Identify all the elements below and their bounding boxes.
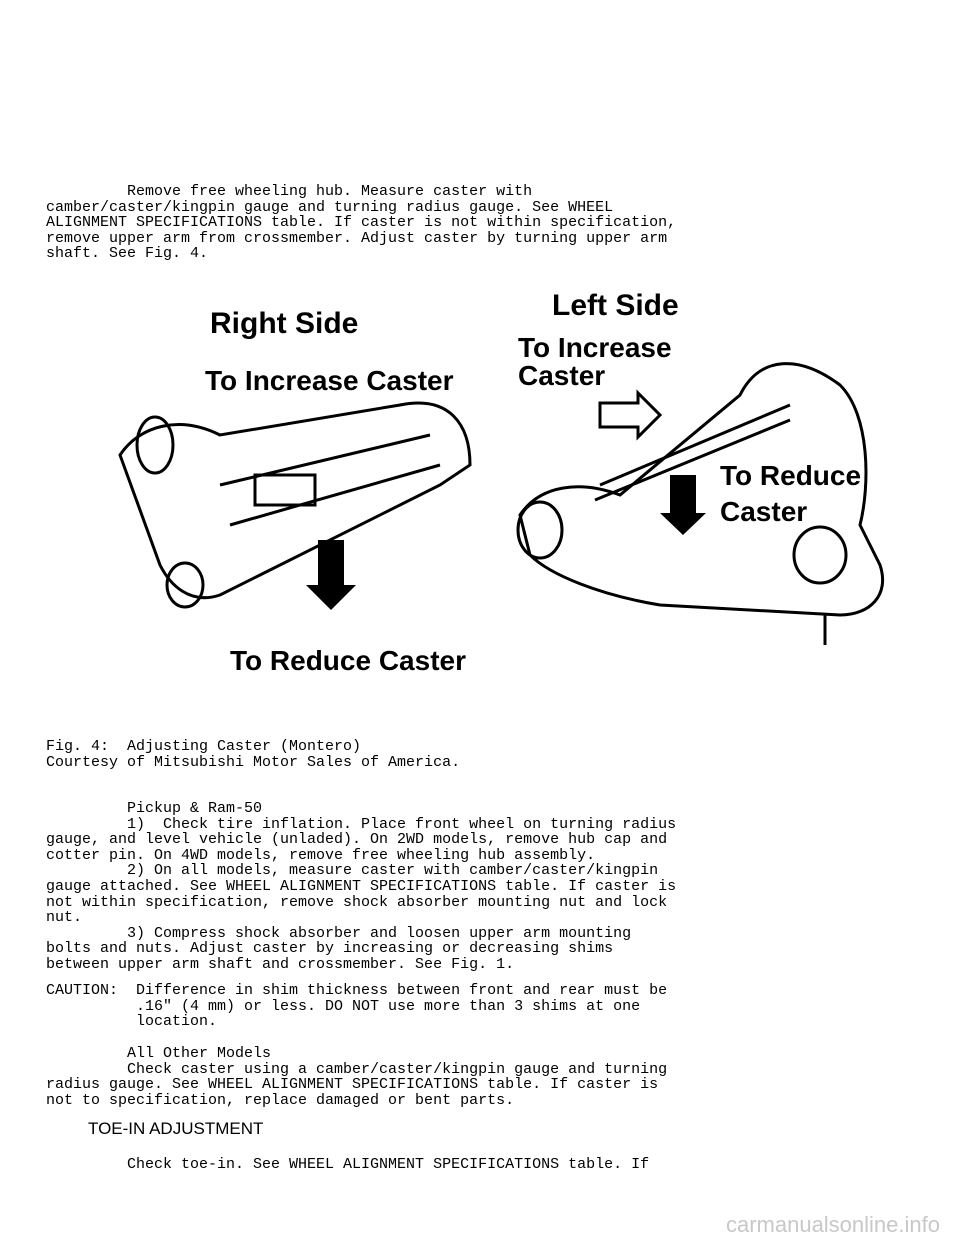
left-increase-label-line1: To Increase bbox=[518, 332, 672, 363]
other-models-section: All Other Models Check caster using a ca… bbox=[46, 1045, 668, 1109]
left-side-label: Left Side bbox=[552, 289, 679, 322]
toe-in-paragraph: Check toe-in. See WHEEL ALIGNMENT SPECIF… bbox=[46, 1156, 650, 1173]
watermark: carmanualsonline.info bbox=[725, 1212, 940, 1237]
right-side-label: Right Side bbox=[210, 307, 358, 340]
right-reduce-arrow-icon bbox=[306, 540, 356, 610]
right-upper-arm-drawing bbox=[118, 401, 472, 609]
left-reduce-arrow-icon bbox=[660, 475, 706, 535]
section-heading: TOE-IN ADJUSTMENT bbox=[88, 1119, 264, 1138]
figure-caption: Fig. 4: Adjusting Caster (Montero) Court… bbox=[46, 738, 461, 771]
left-increase-arrow-icon bbox=[598, 389, 663, 441]
left-reduce-label-line2: Caster bbox=[720, 496, 807, 527]
caution-note: CAUTION: Difference in shim thickness be… bbox=[46, 982, 668, 1031]
left-increase-label-line2: Caster bbox=[518, 360, 605, 391]
caster-adjustment-figure: Right Side To Increase Caster To Reduce … bbox=[118, 289, 885, 676]
right-reduce-label: To Reduce Caster bbox=[230, 645, 466, 676]
right-increase-label: To Increase Caster bbox=[205, 365, 454, 396]
intro-paragraph: Remove free wheeling hub. Measure caster… bbox=[46, 183, 677, 263]
left-upper-arm-drawing bbox=[516, 362, 885, 645]
pickup-ram50-section: Pickup & Ram-50 1) Check tire inflation.… bbox=[46, 800, 677, 973]
left-reduce-label-line1: To Reduce bbox=[720, 460, 861, 491]
